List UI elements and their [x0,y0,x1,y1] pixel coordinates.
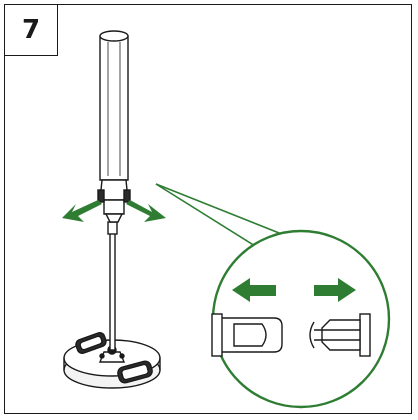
detail-arrow-left-icon [232,278,276,302]
buckle-female-part [211,313,283,357]
arrow-right-icon [126,200,166,222]
detail-magnifier [211,229,391,409]
step-number-box: 7 [5,5,58,56]
arrow-left-icon [62,200,102,222]
collar-buckle [97,179,131,223]
lower-pole [107,221,118,351]
step-number: 7 [21,15,41,45]
base-foot-left [75,332,107,354]
buckle-male-part [309,313,371,357]
base-foot-right [117,360,153,384]
upper-tube [99,30,129,181]
detail-arrow-right-icon [314,278,356,302]
stand-base [63,332,161,389]
